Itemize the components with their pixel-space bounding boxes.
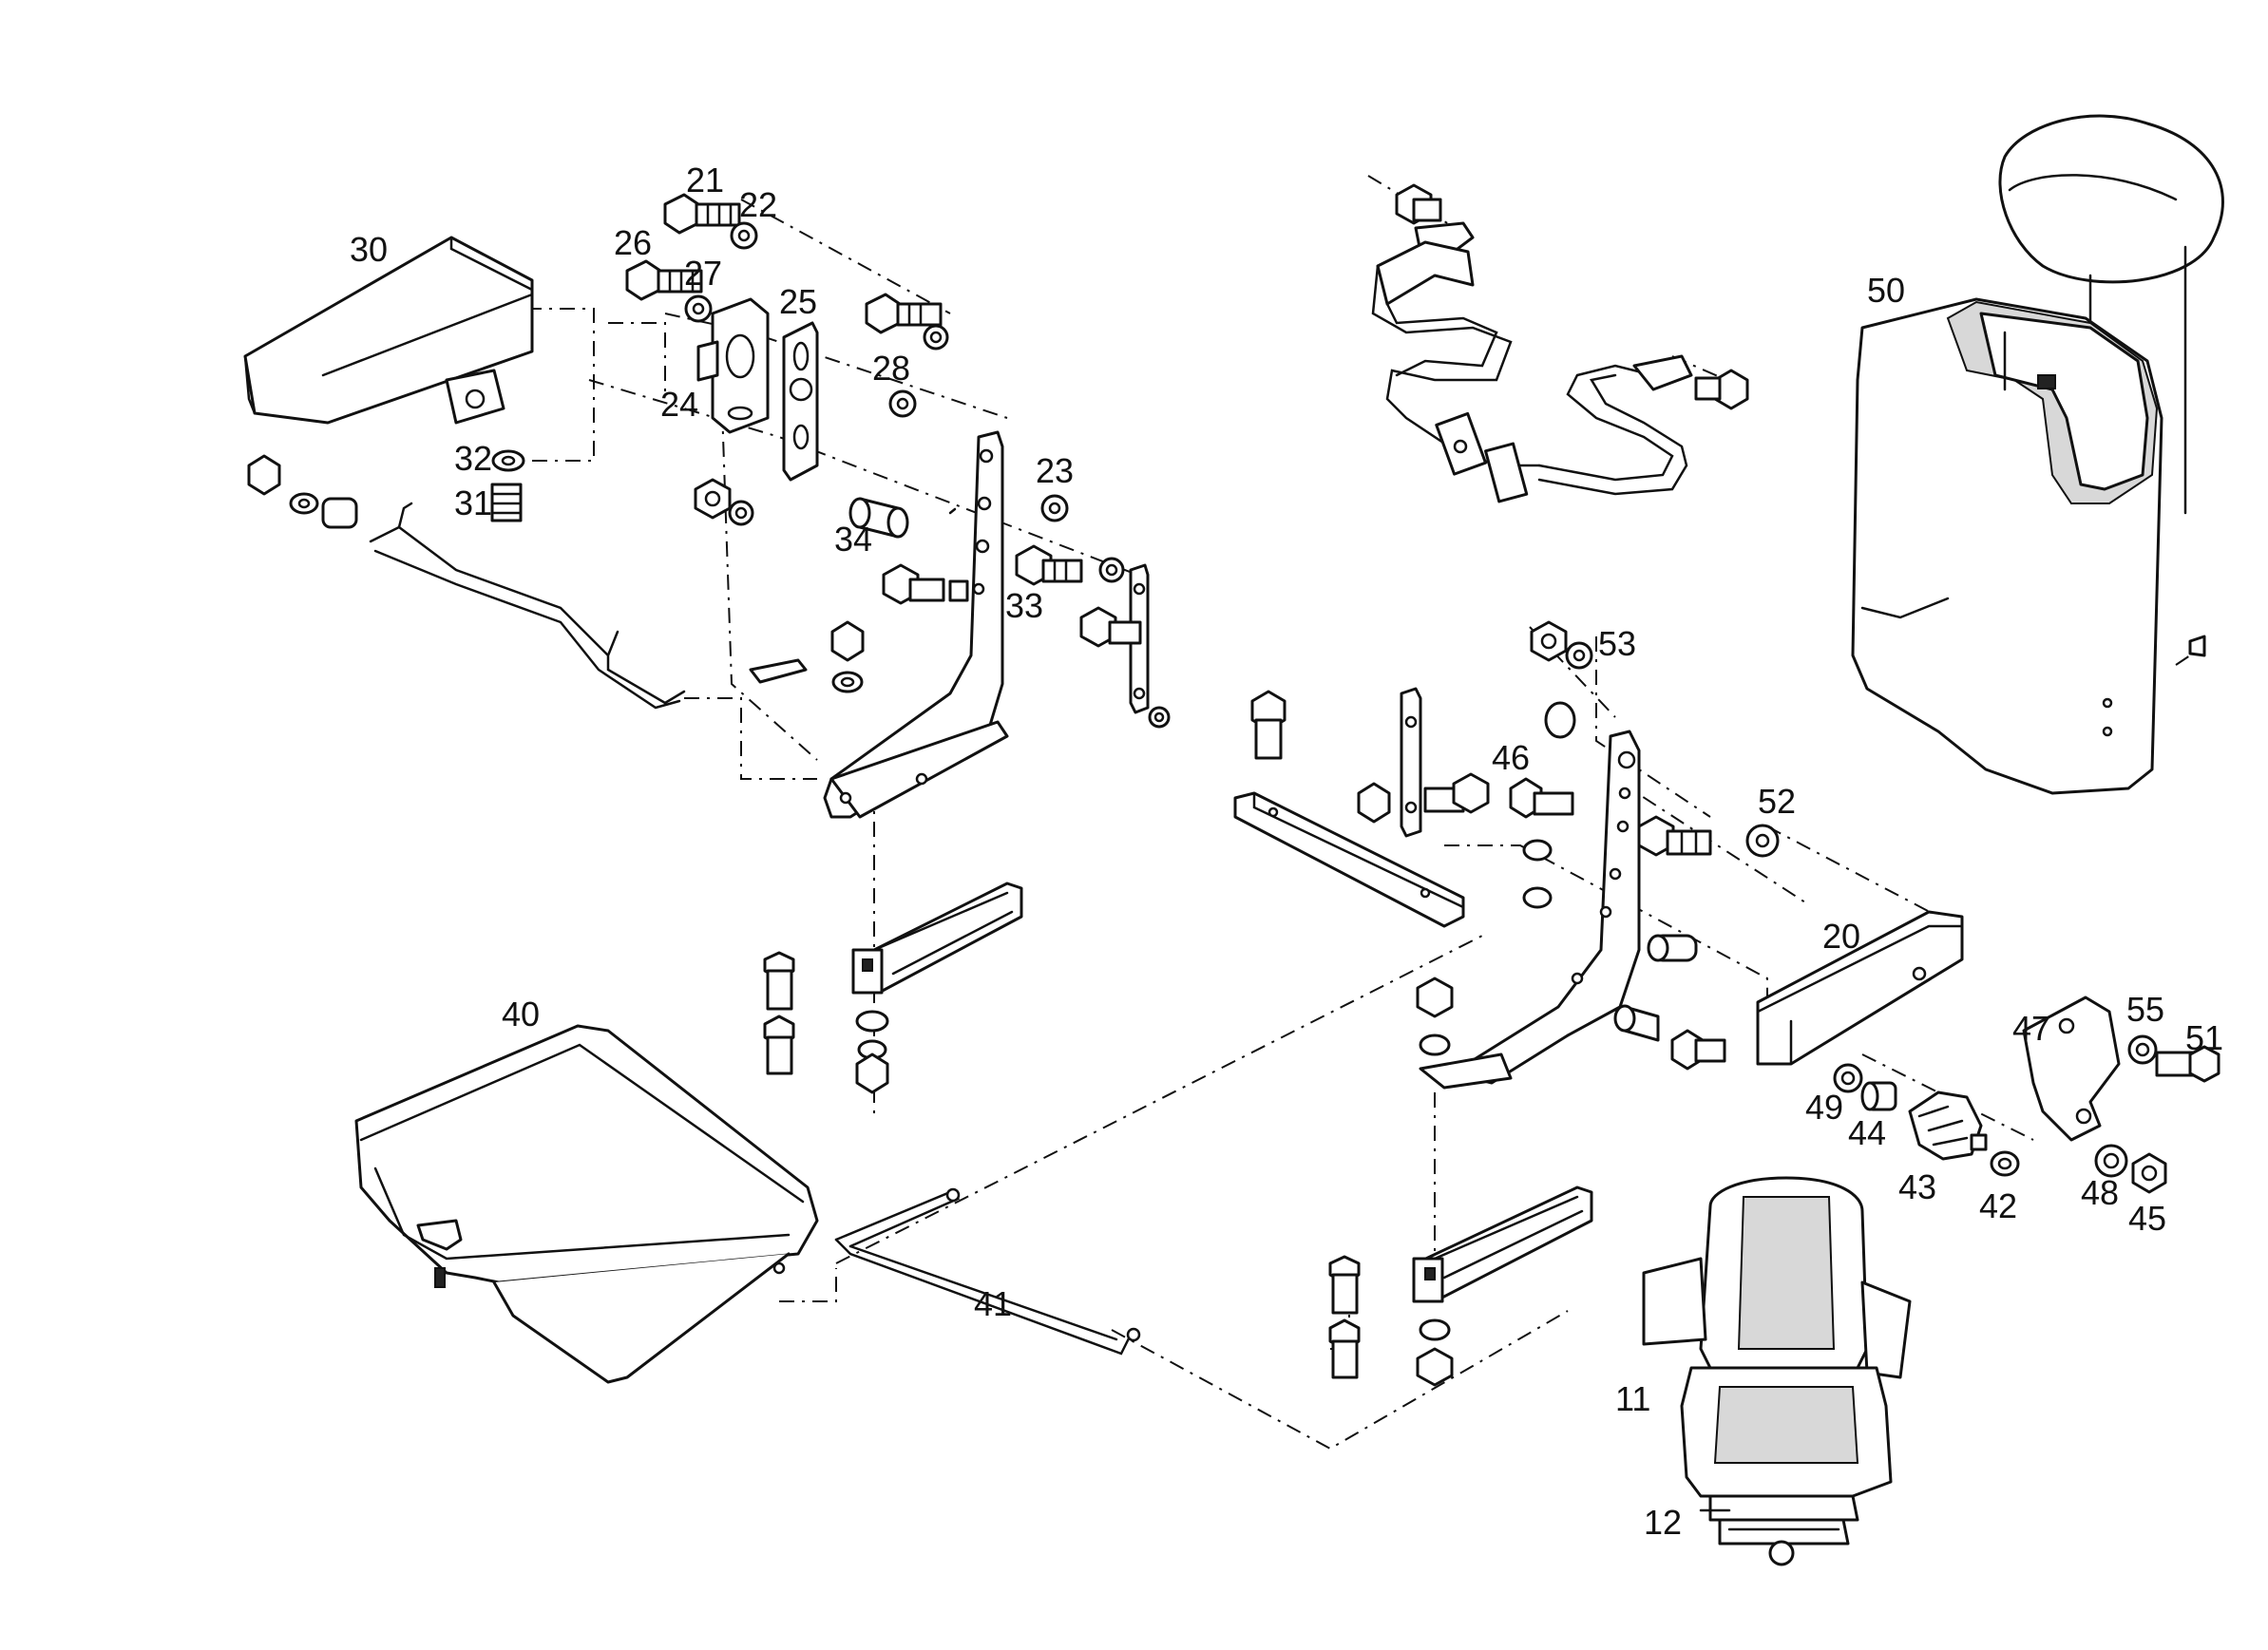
spacer-44 bbox=[1860, 1081, 1897, 1111]
washers-right-frame-left bbox=[1522, 839, 1553, 909]
washer-52 bbox=[1745, 824, 1780, 858]
spacer-right-frame bbox=[1613, 1004, 1726, 1071]
plate-47 bbox=[2022, 996, 2121, 1142]
washer-48 bbox=[2094, 1144, 2128, 1178]
label-22: 22 bbox=[739, 185, 777, 224]
washers-near-plate bbox=[1098, 557, 1171, 729]
washer-28 bbox=[888, 389, 917, 418]
label-31: 31 bbox=[454, 484, 492, 522]
right-slide-rail bbox=[1412, 1185, 1593, 1303]
washer-23 bbox=[1040, 494, 1069, 522]
label-53: 53 bbox=[1598, 624, 1636, 663]
label-32: 32 bbox=[454, 439, 492, 478]
backrest-50 bbox=[1851, 297, 2206, 795]
armrest-bracket-20 bbox=[1756, 910, 1964, 1066]
plate-24 bbox=[696, 297, 770, 434]
label-30: 30 bbox=[350, 230, 388, 269]
washer-22 bbox=[730, 221, 758, 250]
bolt-33b bbox=[882, 563, 945, 605]
bolt-right-frame-low bbox=[1647, 934, 1698, 962]
angle-bracket bbox=[1233, 791, 1465, 928]
bolt-31 bbox=[490, 483, 523, 522]
seat-cushion bbox=[354, 1024, 819, 1384]
spacer-34 bbox=[848, 497, 909, 539]
label-24: 24 bbox=[660, 385, 698, 424]
cap-42 bbox=[1990, 1150, 2020, 1177]
label-12: 12 bbox=[1644, 1503, 1682, 1542]
vertical-plate bbox=[1400, 687, 1422, 838]
washer-upper-right bbox=[923, 324, 949, 351]
nut-stack-right-rail bbox=[1416, 977, 1454, 1387]
nut-stack-left-rail bbox=[855, 1010, 889, 1094]
left-slide-rail bbox=[851, 882, 1023, 995]
cap-right-frame bbox=[1544, 701, 1576, 739]
label-43: 43 bbox=[1898, 1167, 1936, 1206]
label-34: 34 bbox=[834, 520, 872, 559]
armrest bbox=[243, 236, 534, 425]
rod-41 bbox=[834, 1187, 1141, 1356]
label-48: 48 bbox=[2081, 1173, 2119, 1212]
washer-49 bbox=[1833, 1063, 1863, 1093]
bolt-right-frame-mid bbox=[1637, 815, 1712, 857]
adjustment-rod bbox=[247, 454, 808, 710]
washer-55 bbox=[2127, 1034, 2158, 1065]
label-40: 40 bbox=[502, 995, 540, 1034]
label-25: 25 bbox=[779, 282, 817, 321]
label-26: 26 bbox=[614, 223, 652, 262]
bolt-near-vertical-plate bbox=[1357, 772, 1490, 824]
nut-45 bbox=[2131, 1152, 2167, 1194]
label-28: 28 bbox=[872, 349, 910, 388]
bolt-21 bbox=[663, 193, 741, 235]
washer-53 bbox=[1565, 641, 1593, 670]
washer-27 bbox=[684, 294, 713, 323]
seat-belt bbox=[1371, 183, 1749, 503]
label-46: 46 bbox=[1492, 738, 1530, 777]
bolt-51 bbox=[2155, 1045, 2220, 1083]
label-41: 41 bbox=[974, 1284, 1012, 1323]
label-47: 47 bbox=[2012, 1009, 2050, 1048]
part-labels: 21 22 26 27 25 30 24 28 32 31 23 34 33 4… bbox=[350, 161, 2223, 1542]
label-45: 45 bbox=[2128, 1199, 2166, 1238]
bolt-46 bbox=[1509, 777, 1574, 819]
bolt-26 bbox=[625, 259, 703, 301]
bolt-pair-right-rail bbox=[1328, 1255, 1361, 1379]
label-50: 50 bbox=[1867, 271, 1905, 310]
label-44: 44 bbox=[1848, 1113, 1886, 1152]
left-side-frame bbox=[823, 430, 1009, 819]
nut-stack-left bbox=[830, 620, 865, 693]
washer-32 bbox=[491, 449, 525, 472]
label-23: 23 bbox=[1036, 451, 1074, 490]
right-side-frame bbox=[1419, 730, 1641, 1090]
label-33: 33 bbox=[1005, 586, 1043, 625]
nut-53 bbox=[1530, 620, 1568, 662]
label-21: 21 bbox=[686, 161, 724, 199]
bolt-pair-left-rail bbox=[763, 951, 795, 1075]
complete-seat-11 bbox=[1642, 1176, 1912, 1566]
bolt-angle-bracket bbox=[1250, 690, 1286, 760]
bolt-near-plate bbox=[1079, 606, 1142, 648]
label-20: 20 bbox=[1822, 917, 1860, 956]
label-52: 52 bbox=[1758, 782, 1796, 821]
label-51: 51 bbox=[2185, 1018, 2223, 1057]
label-42: 42 bbox=[1979, 1186, 2017, 1225]
nut-lower-left bbox=[694, 478, 732, 520]
bolt-upper-right bbox=[865, 293, 943, 334]
label-27: 27 bbox=[684, 254, 722, 293]
bracket-25 bbox=[782, 321, 819, 482]
label-55: 55 bbox=[2126, 990, 2164, 1029]
label-49: 49 bbox=[1805, 1088, 1843, 1127]
knob-43 bbox=[1908, 1091, 1988, 1161]
bolt-33 bbox=[1015, 544, 1083, 586]
washer-lower-left bbox=[728, 500, 754, 526]
label-11: 11 bbox=[1615, 1379, 1650, 1418]
leader-lines bbox=[948, 507, 1731, 1512]
